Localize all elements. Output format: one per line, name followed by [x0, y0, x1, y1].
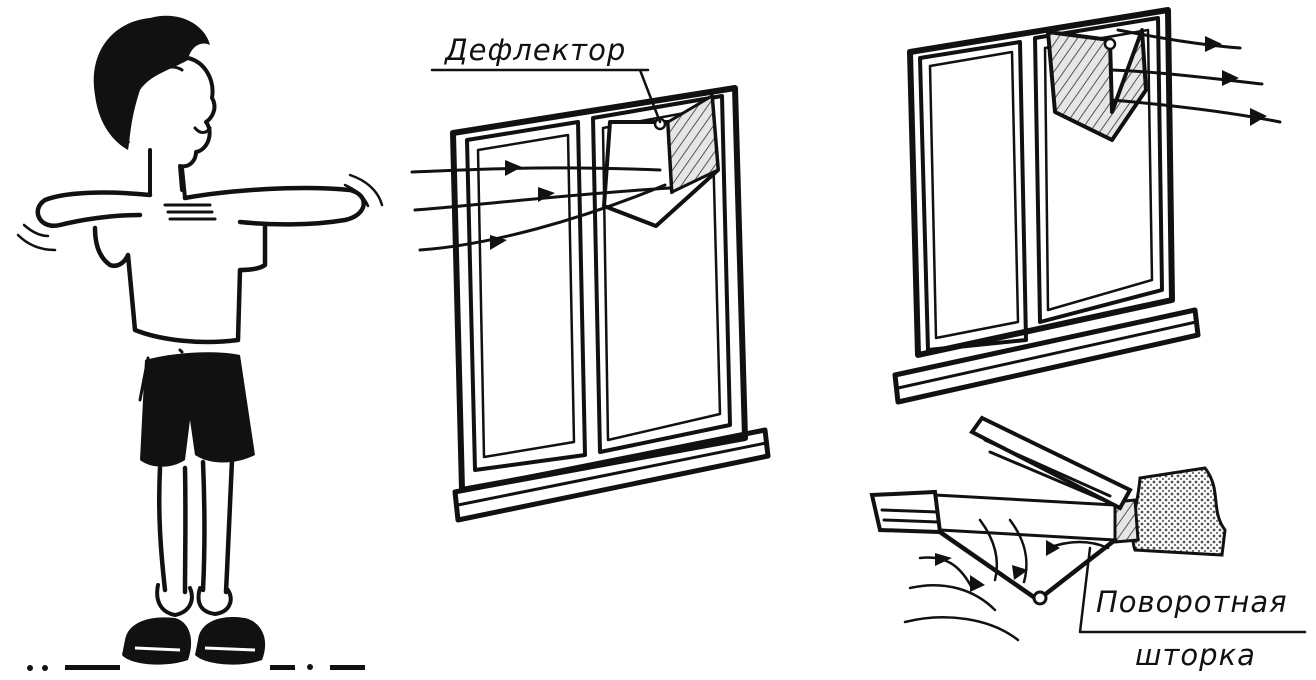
- arrowhead-icon: [490, 235, 507, 250]
- person-face: [178, 56, 217, 192]
- motion-lines-right: [343, 173, 384, 208]
- window-with-outflow: [892, 7, 1282, 405]
- window-sash-left-right: [918, 40, 1028, 352]
- person-exercising-figure: [16, 15, 384, 671]
- person-shoe-right: [195, 616, 266, 665]
- window-frame-outer: [450, 85, 748, 493]
- person-shorts-side: [138, 356, 247, 402]
- window-sill: [452, 427, 771, 523]
- window-frame-outer-right: [907, 7, 1175, 358]
- glass-lines: [933, 493, 1117, 542]
- wall-section: [1131, 466, 1227, 557]
- deflector-hinge-right: [1103, 37, 1117, 51]
- shutter-top-view: Поворотная шторка: [869, 415, 1307, 672]
- window-sash-left: [465, 120, 587, 472]
- person-legs: [156, 457, 235, 595]
- person-eye: [158, 65, 184, 72]
- shutter-leader-line: [1078, 546, 1307, 634]
- opened-sash: [969, 415, 1133, 511]
- person-neck: [148, 148, 187, 200]
- shutter-label-line1: Поворотная: [1096, 585, 1288, 619]
- arrowhead-icon: [1222, 70, 1239, 86]
- person-mouth: [193, 126, 212, 134]
- deflector-leader-line: [638, 68, 662, 124]
- arrowhead-icon: [1012, 565, 1028, 580]
- window-sill-right: [892, 307, 1201, 405]
- arrowhead-icon: [1250, 108, 1267, 126]
- arrowhead-icon: [935, 553, 952, 566]
- window-sash-right-right: [1033, 16, 1164, 324]
- airflow-lines-middle: [410, 160, 672, 252]
- person-shirt: [92, 222, 268, 345]
- shutter-label-line2: шторка: [1135, 638, 1256, 672]
- person-ear: [117, 117, 132, 144]
- deflector-label: Дефлектор: [443, 33, 626, 67]
- airflow-arcs: [903, 518, 1028, 642]
- person-arms: [35, 185, 366, 229]
- person-socks: [155, 583, 233, 617]
- arrowhead-icon: [970, 575, 985, 592]
- deflector-glass: [666, 93, 720, 195]
- person-shorts: [140, 352, 255, 467]
- ground-dashes: [27, 664, 365, 671]
- deflector-panel-right: [1046, 28, 1148, 142]
- arrowhead-icon: [505, 160, 522, 176]
- person-shoe-left: [122, 617, 192, 665]
- arrowhead-icon: [538, 187, 555, 202]
- airflow-lines-right: [1110, 28, 1282, 126]
- person-hands: [163, 203, 217, 221]
- arrowhead-icon: [1046, 540, 1060, 556]
- arrowhead-icon: [1205, 36, 1222, 52]
- motion-lines-left: [16, 223, 57, 252]
- person-navel: [178, 348, 184, 354]
- window-sash-right: [591, 94, 732, 454]
- person-hair: [93, 15, 210, 150]
- window-with-deflector: Дефлектор: [410, 33, 771, 523]
- shutter-hinge: [1032, 590, 1048, 606]
